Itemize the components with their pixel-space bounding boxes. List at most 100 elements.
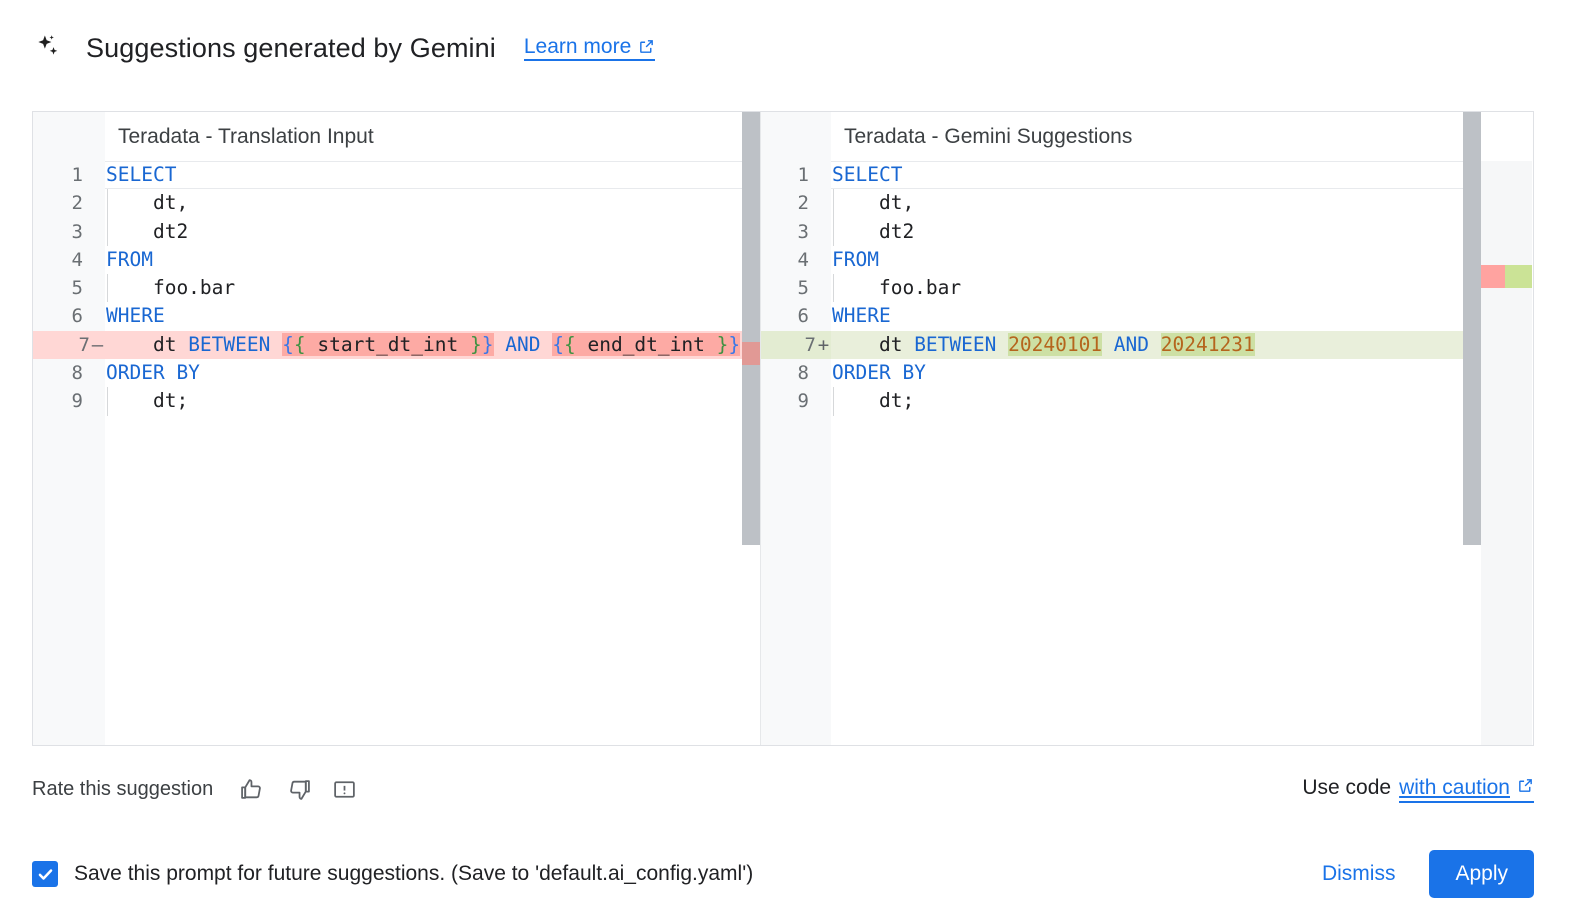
code-line: WHERE xyxy=(105,302,760,330)
code-token: WHERE xyxy=(106,304,165,328)
code-area-right[interactable]: Teradata - Gemini Suggestions SELECT dt,… xyxy=(831,112,1532,745)
indent-guide xyxy=(107,217,108,246)
line-number: 7+ xyxy=(761,330,831,360)
line-number: 9 xyxy=(797,390,809,413)
diff-pane-left: 1 2 3 4 5 6 7—8 9 Teradata - Translation… xyxy=(33,112,761,745)
code-line: ORDER BY xyxy=(105,359,760,387)
code-line: WHERE xyxy=(831,302,1532,330)
code-line: dt, xyxy=(105,189,760,218)
use-code-link-label: with caution xyxy=(1399,775,1510,799)
rate-row: Rate this suggestion Use code with cauti… xyxy=(32,765,1534,813)
page-title: Suggestions generated by Gemini xyxy=(86,32,496,63)
code-token: { xyxy=(552,332,564,356)
report-issue-icon[interactable] xyxy=(331,776,358,803)
learn-more-label: Learn more xyxy=(523,34,632,58)
line-number: 7— xyxy=(33,330,105,360)
line-number: 5 xyxy=(71,277,83,300)
code-token: } xyxy=(481,332,494,356)
code-line: FROM xyxy=(105,246,760,274)
code-token xyxy=(270,333,282,356)
code-token: SELECT xyxy=(832,163,903,186)
code-line: foo.bar xyxy=(831,274,1532,303)
code-line: foo.bar xyxy=(105,274,760,303)
line-number: 1 xyxy=(71,164,83,186)
line-number: 2 xyxy=(797,192,809,215)
line-number: 8 xyxy=(797,362,809,385)
code-area-left[interactable]: Teradata - Translation Input SELECT dt, … xyxy=(105,112,760,745)
code-line: dt2 xyxy=(831,217,1532,246)
check-icon xyxy=(38,868,52,880)
overview-ruler[interactable] xyxy=(1481,112,1532,745)
line-number: 6 xyxy=(71,305,83,328)
code-token: AND xyxy=(1113,332,1150,356)
code-token: dt2 xyxy=(106,219,189,243)
line-number: 4 xyxy=(71,248,83,271)
scrollbar-left[interactable] xyxy=(742,112,760,745)
code-token xyxy=(1149,333,1161,356)
code-token: end_dt_int xyxy=(575,332,717,356)
code-line: SELECT xyxy=(831,161,1532,190)
diff-pane-right: 1 2 3 4 5 6 7+8 9 Teradata - Gemini Sugg… xyxy=(761,112,1532,745)
code-token: } xyxy=(470,332,482,356)
suggestions-header: Suggestions generated by Gemini Learn mo… xyxy=(0,0,1574,96)
indent-guide xyxy=(833,189,834,218)
indent-guide xyxy=(107,387,108,416)
rate-label: Rate this suggestion xyxy=(32,777,214,800)
overview-marker-removed xyxy=(1481,265,1505,288)
thumb-up-icon[interactable] xyxy=(239,776,266,803)
line-number: 5 xyxy=(797,277,809,300)
dismiss-button[interactable]: Dismiss xyxy=(1304,852,1414,896)
line-number: 3 xyxy=(797,220,809,243)
code-token xyxy=(540,333,552,356)
line-number: 8 xyxy=(71,362,83,385)
code-token: FROM xyxy=(106,247,153,271)
line-number: 9 xyxy=(71,390,83,413)
line-number: 4 xyxy=(797,248,809,271)
diff-viewer: 1 2 3 4 5 6 7—8 9 Teradata - Translation… xyxy=(32,111,1534,746)
use-code-note: Use code with caution xyxy=(1302,776,1534,803)
code-line: FROM xyxy=(831,246,1532,274)
code-line: dt; xyxy=(831,387,1532,416)
code-token: BETWEEN xyxy=(914,332,997,356)
sparkle-icon xyxy=(30,31,64,65)
code-line: dt; xyxy=(105,387,760,416)
code-token: FROM xyxy=(832,247,879,271)
external-link-icon xyxy=(638,38,655,55)
code-token: SELECT xyxy=(106,163,177,186)
code-token: } xyxy=(728,332,741,356)
code-token: start_dt_int xyxy=(305,332,470,356)
apply-button[interactable]: Apply xyxy=(1429,850,1534,898)
code-token: AND xyxy=(505,332,541,356)
indent-guide xyxy=(833,387,834,416)
footer-bar: Save this prompt for future suggestions.… xyxy=(32,848,1534,900)
code-token: BETWEEN xyxy=(188,332,271,356)
code-token: 20240101 xyxy=(1008,332,1103,356)
code-token: dt; xyxy=(832,389,915,413)
scrollbar-thumb-right[interactable] xyxy=(1463,112,1481,545)
learn-more-link[interactable]: Learn more xyxy=(523,34,656,62)
code-line: dt, xyxy=(831,189,1532,218)
line-number: 1 xyxy=(797,164,809,186)
scrollbar-right[interactable] xyxy=(1463,112,1481,745)
code-token: WHERE xyxy=(832,304,891,328)
thumb-down-icon[interactable] xyxy=(285,776,312,803)
code-token: dt; xyxy=(106,389,189,413)
code-token: dt2 xyxy=(832,219,915,243)
overview-marker-added xyxy=(1505,265,1532,288)
code-token: 20241231 xyxy=(1160,332,1255,356)
code-token xyxy=(996,333,1008,356)
code-line: dt BETWEEN 20240101 AND 20241231 xyxy=(831,330,1532,360)
code-token: dt xyxy=(106,332,189,356)
indent-guide xyxy=(833,217,834,246)
scrollbar-thumb-left[interactable] xyxy=(742,112,760,545)
save-prompt-checkbox[interactable] xyxy=(32,861,58,887)
pane-title-right: Teradata - Gemini Suggestions xyxy=(831,112,1532,161)
footer-actions: Dismiss Apply xyxy=(1304,850,1534,898)
code-line: dt BETWEEN {{ start_dt_int }} AND {{ end… xyxy=(105,330,760,360)
code-token: ORDER BY xyxy=(832,361,926,385)
use-code-caution-link[interactable]: with caution xyxy=(1399,776,1534,803)
use-code-prefix: Use code xyxy=(1302,775,1392,799)
code-token: dt, xyxy=(832,191,915,215)
line-number: 3 xyxy=(71,220,83,243)
line-number: 2 xyxy=(71,192,83,215)
